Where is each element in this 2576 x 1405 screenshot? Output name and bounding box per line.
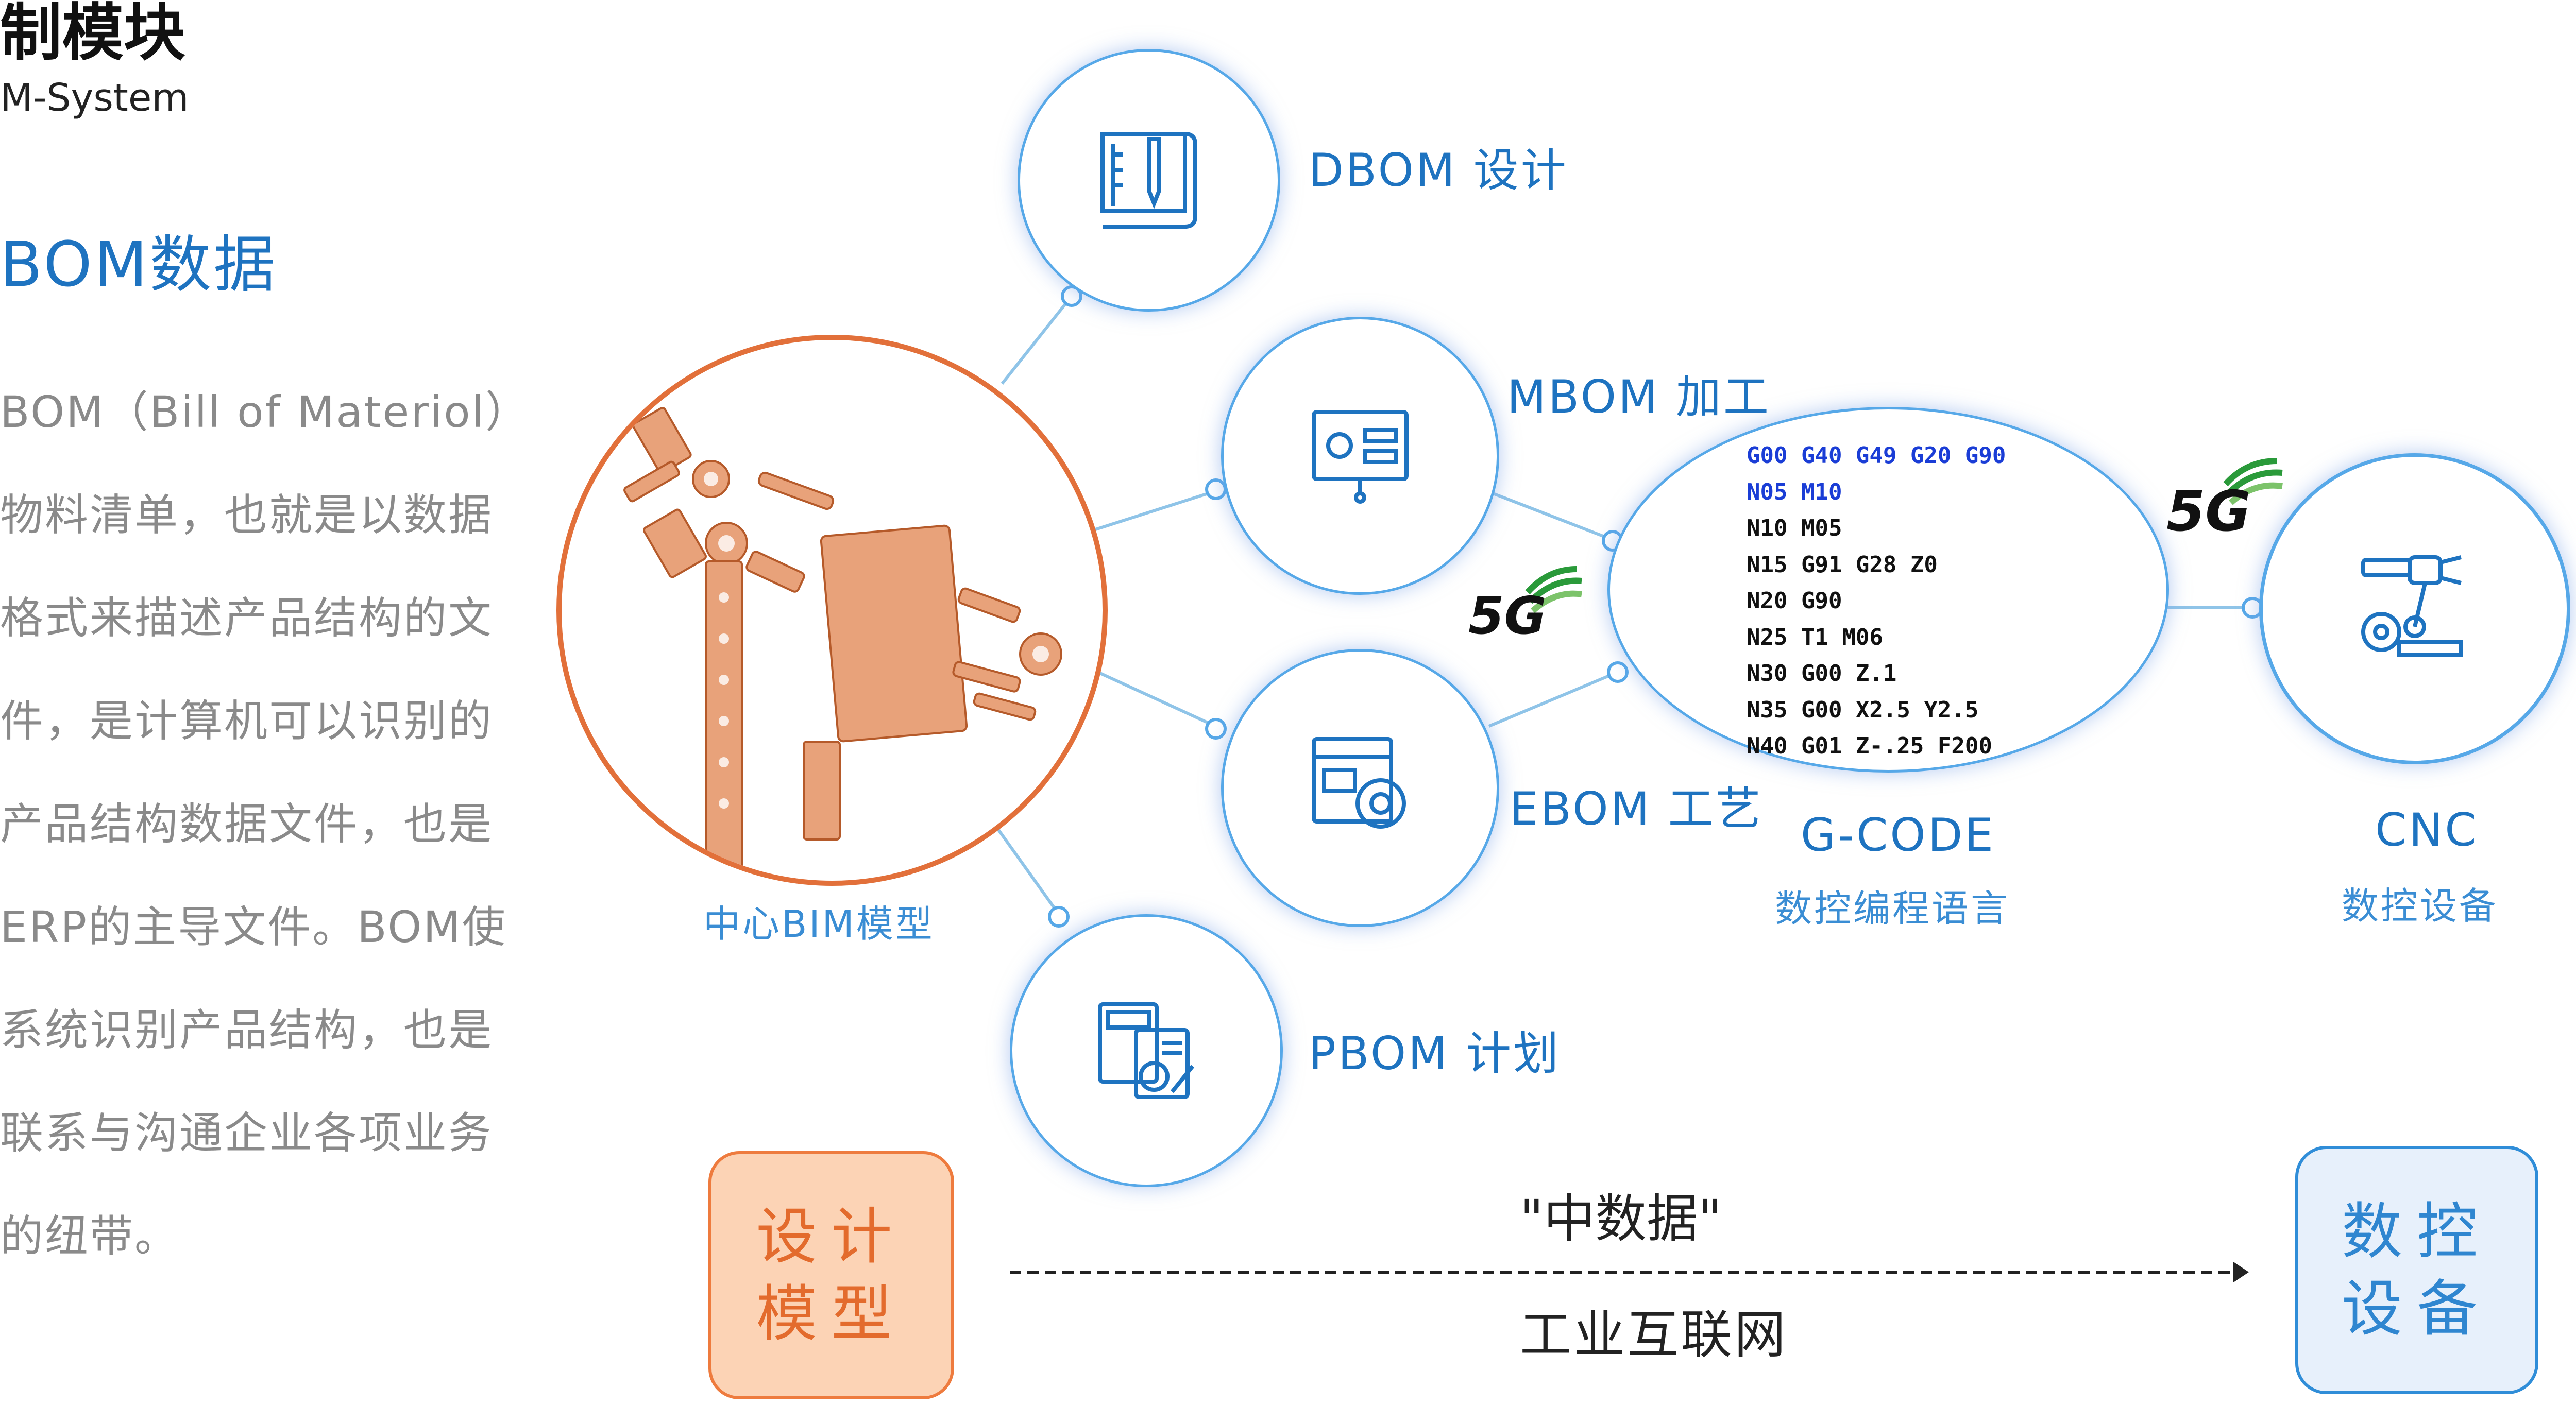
- bom-line: 格式来描述产品结构的文: [0, 593, 494, 643]
- bim-model-label: 中心BIM模型: [703, 902, 935, 946]
- cnc-node[interactable]: [2259, 453, 2570, 764]
- dbom-node[interactable]: [1018, 49, 1280, 312]
- bom-line: 产品结构数据文件，也是: [0, 799, 494, 849]
- gcode-line: N10 M05: [1747, 515, 1842, 541]
- page-subtitle: M-System: [0, 76, 189, 120]
- calculator-document-icon: [1098, 1002, 1195, 1099]
- gcode-subtitle: 数控编程语言: [1775, 887, 2010, 930]
- bom-line: ERP的主导文件。BOM使: [0, 902, 507, 952]
- blueprint-icon: [1100, 132, 1197, 229]
- page-title: 制模块: [0, 0, 185, 69]
- connector-pbom: [993, 823, 1060, 915]
- connector-ebom-gcode: [1488, 671, 1619, 728]
- cnc-subtitle: 数控设备: [2342, 884, 2499, 928]
- gcode-line: N40 G01 Z-.25 F200: [1747, 733, 1992, 759]
- connector-mbom-gcode: [1488, 490, 1616, 542]
- industrial-internet-label: 工业互联网: [1520, 1305, 1788, 1365]
- flow-arrow-head: [2233, 1262, 2249, 1282]
- robot-arm-icon: [2361, 555, 2463, 657]
- connector-ebom: [1091, 668, 1222, 730]
- fiveg-text: 5G: [2166, 479, 2251, 536]
- connector-mbom: [1092, 488, 1222, 532]
- ebom-label: EBOM 工艺: [1510, 782, 1763, 835]
- design-model-box[interactable]: 设计 模型: [708, 1151, 954, 1399]
- bom-line: BOM（Bill of Materiol）: [0, 387, 530, 437]
- bom-line: 的纽带。: [0, 1211, 180, 1261]
- bim-model-circle[interactable]: [556, 335, 1108, 886]
- fiveg-badge-right: 5G: [2164, 453, 2287, 544]
- gcode-line: N05 M10: [1747, 478, 1842, 505]
- mbom-node[interactable]: [1221, 317, 1499, 595]
- connector-dot: [1061, 285, 1082, 307]
- mbom-label: MBOM 加工: [1507, 370, 1771, 423]
- bom-heading: BOM数据: [0, 229, 278, 301]
- gcode-line: N15 G91 G28 Z0: [1747, 551, 1938, 578]
- cnc-title: CNC: [2375, 803, 2479, 856]
- gcode-line: N20 G90: [1747, 588, 1842, 614]
- pbom-node[interactable]: [1010, 914, 1283, 1187]
- bom-line: 件，是计算机可以识别的: [0, 696, 494, 746]
- bom-description: BOM（Bill of Materiol） 物料清单，也就是以数据 格式来描述产…: [0, 361, 530, 1288]
- gcode-line: G00 G40 G49 G20 G90: [1747, 442, 2006, 469]
- gcode-line: N25 T1 M06: [1747, 624, 1883, 650]
- bom-line: 联系与沟通企业各项业务: [0, 1108, 494, 1158]
- lock-exploded-illustration: [623, 407, 1062, 881]
- cnc-device-box[interactable]: 数控 设备: [2295, 1146, 2538, 1394]
- gear-window-icon: [1312, 737, 1406, 829]
- bom-line: 系统识别产品结构，也是: [0, 1005, 494, 1055]
- connector-dbom: [1001, 295, 1073, 385]
- fiveg-text: 5G: [1468, 586, 1547, 639]
- connector-dot: [1205, 478, 1227, 500]
- connector-dot: [1048, 906, 1070, 928]
- presentation-gear-icon: [1312, 410, 1409, 504]
- middle-data-label: "中数据": [1520, 1189, 1722, 1249]
- bom-line: 物料清单，也就是以数据: [0, 490, 494, 540]
- pbom-label: PBOM 计划: [1309, 1027, 1561, 1080]
- gcode-title: G-CODE: [1801, 809, 1996, 862]
- ebom-node[interactable]: [1221, 649, 1499, 927]
- gcode-line: N30 G00 Z.1: [1747, 660, 1897, 687]
- gcode-line: N35 G00 X2.5 Y2.5: [1747, 696, 1979, 723]
- dbom-label: DBOM 设计: [1309, 144, 1568, 197]
- gcode-node[interactable]: [1607, 407, 2169, 773]
- connector-dot: [1205, 718, 1227, 740]
- fiveg-badge-left: 5G: [1466, 561, 1584, 646]
- connector-dot: [1607, 661, 1629, 683]
